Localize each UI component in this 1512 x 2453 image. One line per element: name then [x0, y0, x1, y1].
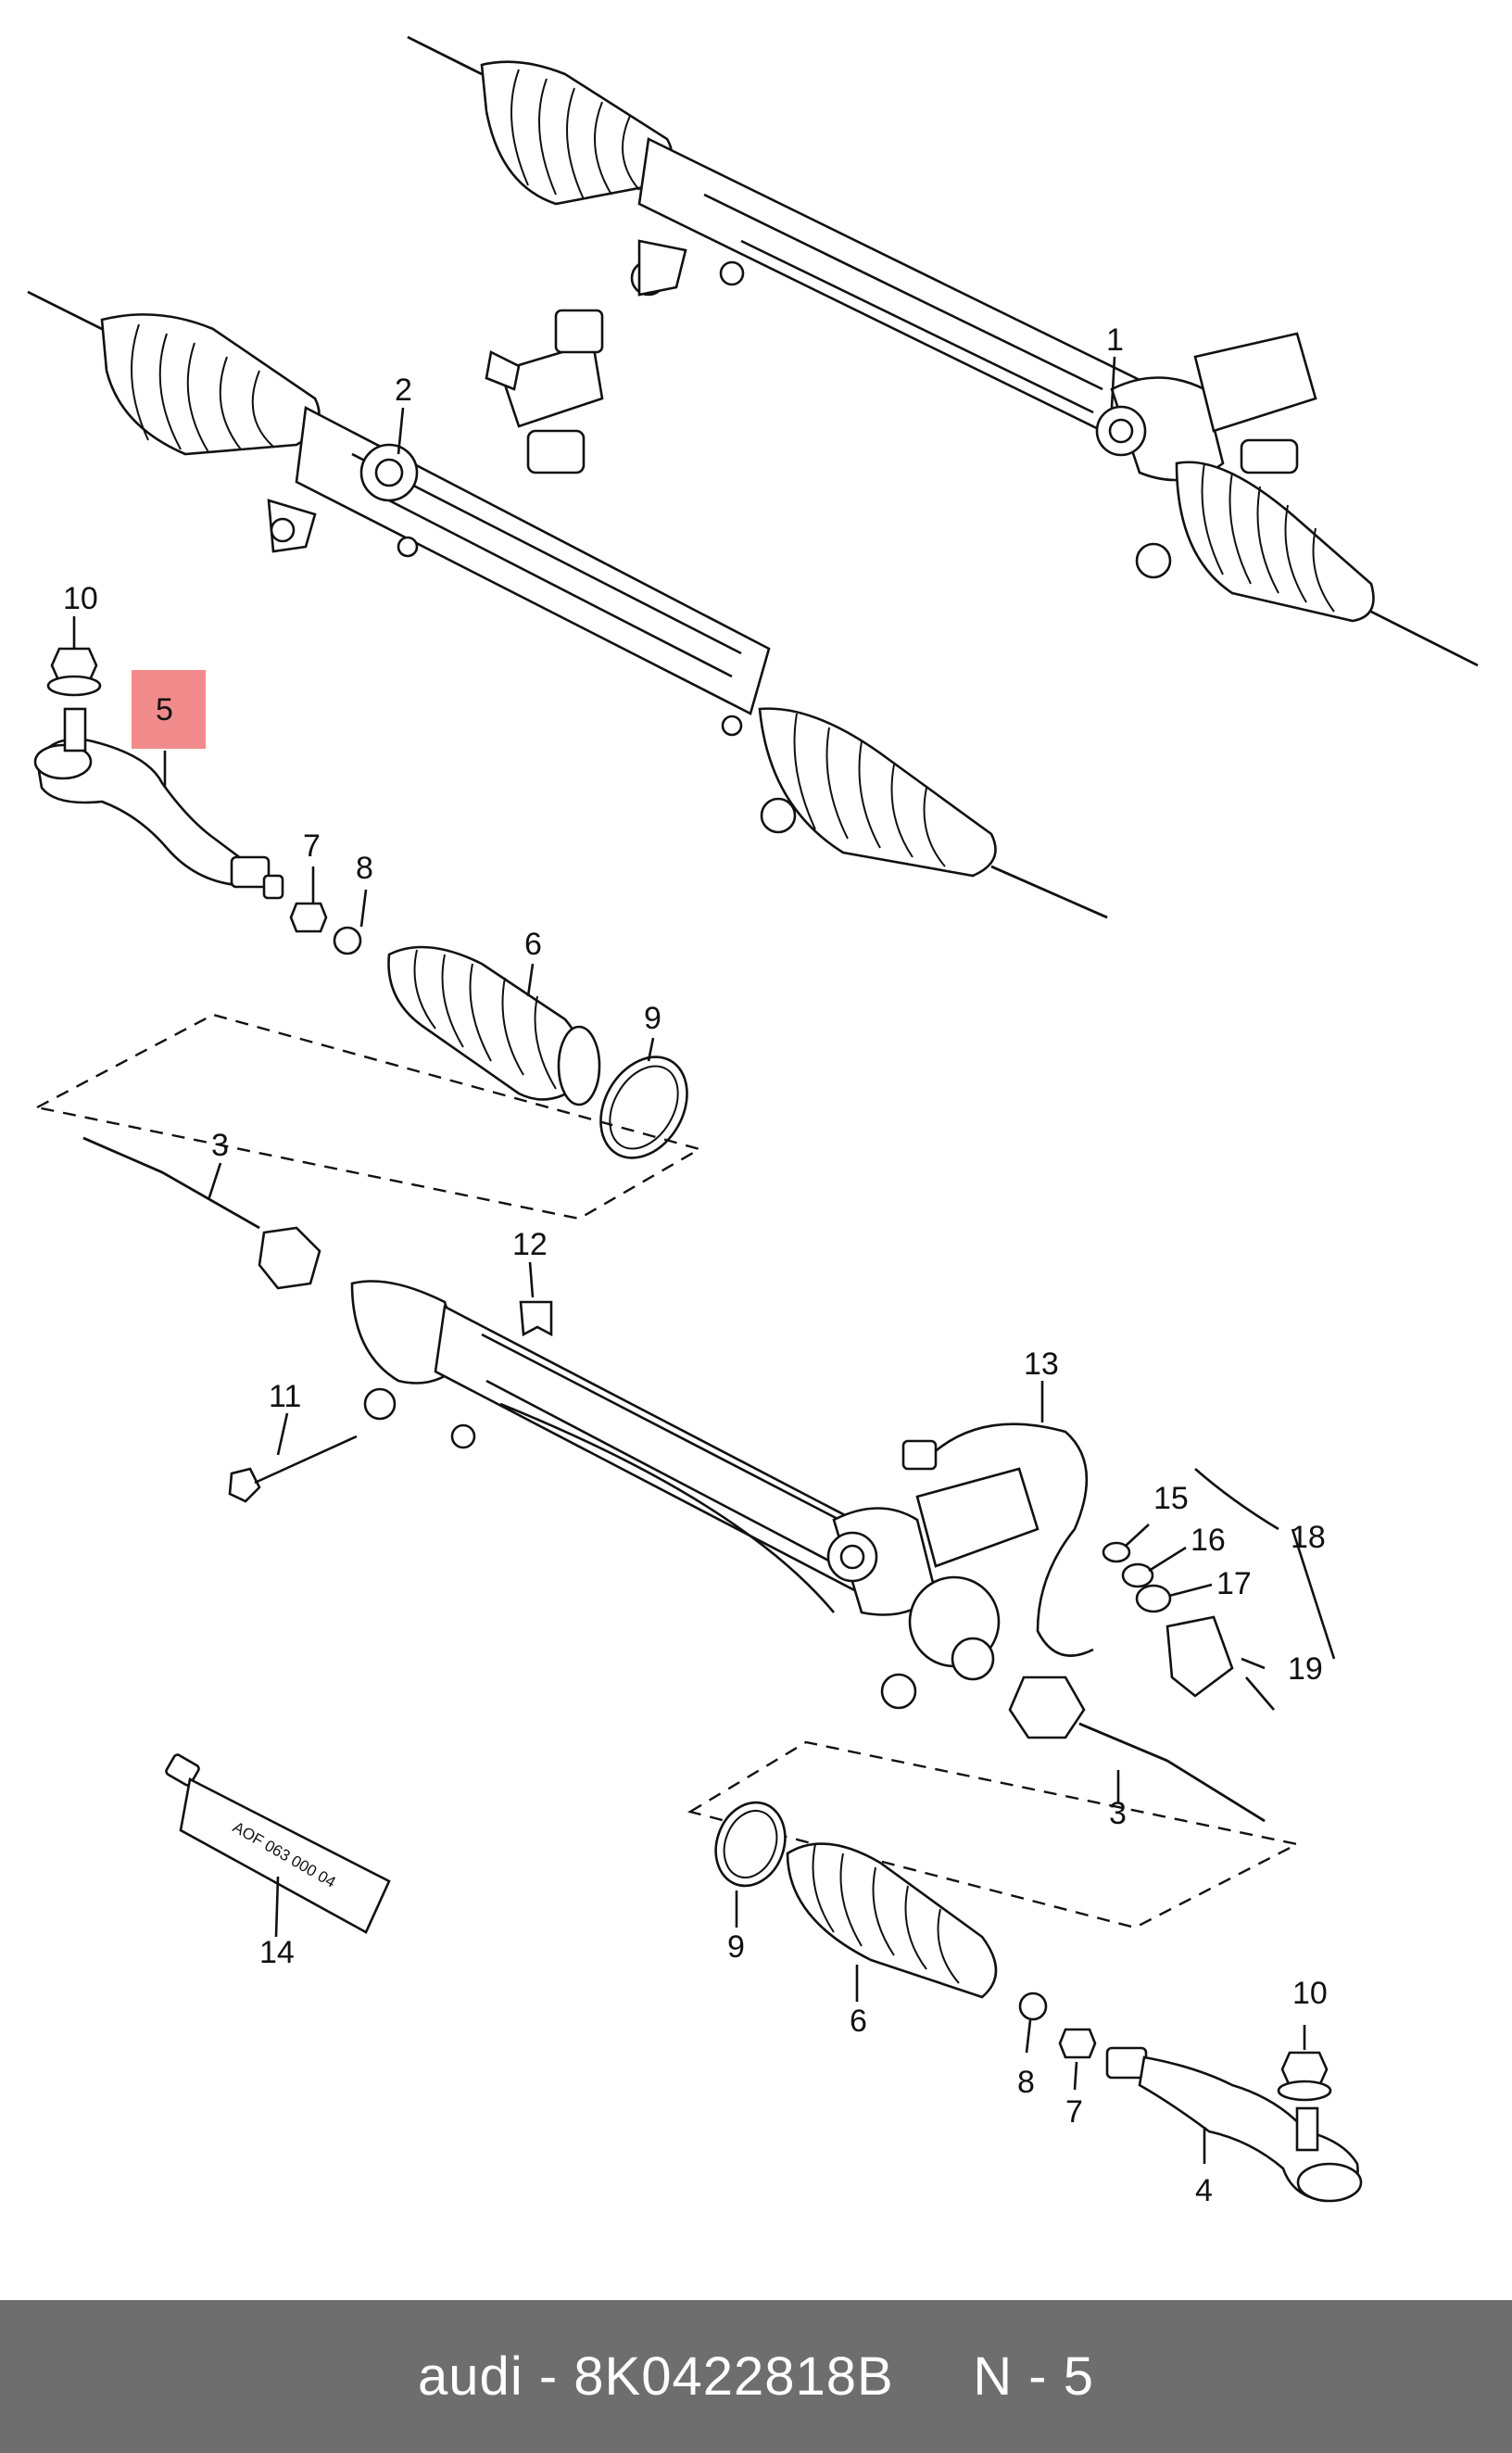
callout-4: 4 [1195, 2173, 1213, 2208]
tie-rod-end-right-4 [1105, 2046, 1363, 2203]
callout-19: 19 [1288, 1651, 1323, 1687]
group-bracket-18 [1194, 1468, 1336, 1660]
inner-tie-rod-group-frame-upper [33, 1013, 703, 1220]
callout-6-upper: 6 [524, 927, 542, 962]
callout-18: 18 [1291, 1520, 1326, 1555]
callout-12: 12 [512, 1227, 548, 1262]
inner-tie-rod-3-lower [1008, 1675, 1266, 1823]
nut-10-upper [46, 647, 102, 697]
callout-8-upper: 8 [356, 851, 373, 886]
callout-9-lower: 9 [727, 1929, 745, 1965]
seal-rings-15-16-17 [1102, 1541, 1172, 1613]
clamp-ring-9-lower [714, 1801, 787, 1888]
steering-rack-assembly-1 [407, 35, 1479, 667]
callout-11: 11 [269, 1379, 301, 1414]
callout-9-upper: 9 [644, 1001, 662, 1036]
washer-7-8-upper [289, 902, 362, 955]
callout-2: 2 [395, 373, 412, 408]
callout-7-upper: 7 [303, 828, 321, 864]
tie-rod-end-left-5 [33, 707, 284, 900]
footer-brand: audi [418, 2346, 523, 2407]
callout-17: 17 [1216, 1566, 1252, 1601]
bellows-boot-6-upper [387, 945, 601, 1106]
footer-position-label: N - 5 [973, 2346, 1094, 2407]
steering-rack-housing-main [228, 1280, 1040, 1710]
callout-1: 1 [1106, 322, 1124, 358]
callout-14: 14 [259, 1935, 295, 1970]
callout-3-lower: 3 [1109, 1796, 1127, 1831]
callout-labels: 1 2 10 5 7 8 6 9 3 12 11 13 15 18 16 17 … [63, 322, 1328, 2208]
footer-gap [894, 2346, 974, 2408]
footer-part-number: 8K0422818B [573, 2346, 894, 2407]
callout-10-lower: 10 [1292, 1976, 1328, 2011]
leader-lines [72, 356, 1306, 2164]
steering-rack-assembly-2 [27, 290, 1108, 919]
callout-13: 13 [1024, 1347, 1059, 1382]
callout-16: 16 [1191, 1523, 1226, 1558]
valve-fitting-19 [1166, 1615, 1275, 1711]
callout-7-lower: 7 [1065, 2094, 1083, 2130]
callout-8-lower: 8 [1017, 2065, 1035, 2100]
inner-tie-rod-3-upper [82, 1136, 321, 1290]
bellows-boot-6-lower [786, 1842, 998, 1999]
washer-7-8-lower [1018, 1991, 1097, 2059]
hydraulic-line-13 [901, 1422, 1094, 1657]
clamp-ring-9-upper [599, 1056, 688, 1159]
callout-5-highlight [132, 670, 206, 749]
nut-10-lower [1277, 2051, 1332, 2102]
steering-rack-exploded-diagram: AOF 063 000 04 1 2 10 5 7 8 [27, 35, 1479, 2208]
callout-5: 5 [156, 692, 173, 727]
footer-separator: - [523, 2346, 574, 2407]
bracket-12 [519, 1300, 553, 1337]
callout-3-upper: 3 [211, 1128, 229, 1163]
footer-bar: audi - 8K0422818B N - 5 [0, 2300, 1512, 2453]
inner-tie-rod-group-frame-lower [687, 1740, 1301, 1929]
callout-6-lower: 6 [850, 2004, 867, 2039]
callout-15: 15 [1153, 1481, 1189, 1516]
callout-10-upper: 10 [63, 581, 98, 616]
